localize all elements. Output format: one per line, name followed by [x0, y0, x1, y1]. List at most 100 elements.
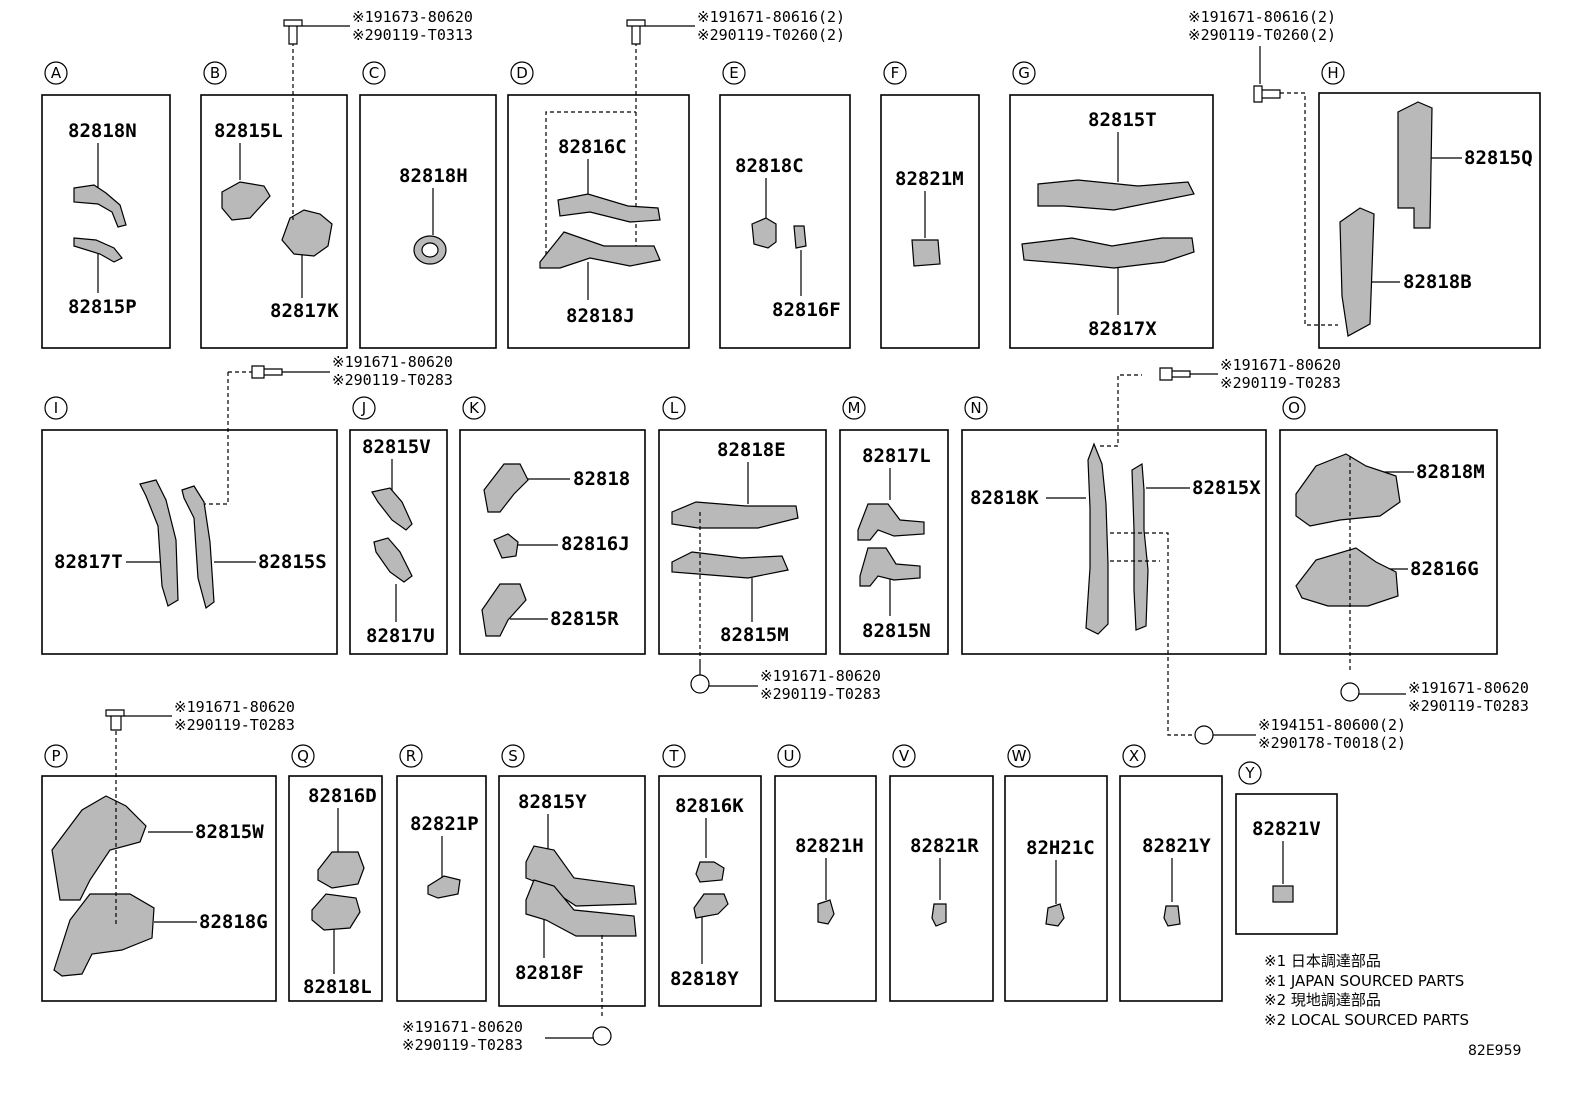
part-number[interactable]: 82815R [550, 608, 619, 630]
part-number[interactable]: 82816D [308, 785, 377, 807]
part-number[interactable]: 82816J [561, 533, 630, 555]
part-number[interactable]: 82815S [258, 551, 327, 573]
part-number[interactable]: 82818C [735, 155, 804, 177]
fastener-number[interactable]: ※191671-80620 [1220, 356, 1341, 374]
fastener-number[interactable]: ※290119-T0283 [174, 716, 295, 734]
part-number[interactable]: 82815Y [518, 791, 587, 813]
part-number[interactable]: 82821V [1252, 818, 1321, 840]
fastener-number[interactable]: ※194151-80600(2) [1258, 716, 1406, 734]
part-number[interactable]: 82817T [54, 551, 123, 573]
section-n: N 82818K 82815X ※191671-80620 ※290119-T0… [961, 356, 1406, 752]
part-number[interactable]: 82816F [772, 299, 841, 321]
fastener-number[interactable]: ※290119-T0283 [760, 685, 881, 703]
part-number[interactable]: 82821M [895, 168, 964, 190]
fastener-number[interactable]: ※191671-80620 [1408, 679, 1529, 697]
bracket-shape [311, 893, 361, 931]
fastener-number[interactable]: ※290119-T0313 [352, 26, 473, 44]
part-number[interactable]: 82816K [675, 795, 744, 817]
section-d: D 82816C 82818J ※191671-80616(2) ※290119… [507, 8, 845, 349]
part-number[interactable]: 82817X [1088, 318, 1157, 340]
fastener-number[interactable]: ※290119-T0283 [1220, 374, 1341, 392]
part-number[interactable]: 82815X [1192, 477, 1261, 499]
fastener-number[interactable]: ※191671-80620 [332, 353, 453, 371]
part-number[interactable]: 82818Y [670, 968, 739, 990]
clip-shape [817, 899, 835, 925]
part-number[interactable]: 82815P [68, 296, 137, 318]
clip-shape [1045, 903, 1065, 927]
clip-shape [493, 533, 519, 559]
bracket-shape [73, 184, 127, 228]
clip-shape [751, 217, 777, 249]
fastener-number[interactable]: ※191671-80620 [174, 698, 295, 716]
part-number[interactable]: 82816G [1410, 558, 1479, 580]
section-x: X 82821Y [1119, 744, 1223, 1002]
part-number[interactable]: 82818F [515, 962, 584, 984]
part-number[interactable]: 82818N [68, 120, 137, 142]
fastener-number[interactable]: ※191671-80620 [760, 667, 881, 685]
section-letter: H [1327, 64, 1338, 82]
bracket-shape [1295, 547, 1399, 607]
section-letter: G [1018, 64, 1030, 82]
section-letter: D [516, 64, 528, 82]
part-number[interactable]: 82H21C [1026, 837, 1095, 859]
part-number[interactable]: 82821P [410, 813, 479, 835]
bracket-shape [671, 551, 789, 579]
part-number[interactable]: 82815V [362, 436, 431, 458]
part-number[interactable]: 82818J [566, 305, 635, 327]
clip-shape [1272, 885, 1294, 903]
section-p: P 82815W 82818G ※191671-80620 ※290119-T0… [41, 698, 295, 1002]
bracket-shape [1131, 462, 1149, 631]
part-number[interactable]: 82818L [303, 976, 372, 998]
part-number[interactable]: 82817L [862, 445, 931, 467]
bracket-shape [671, 501, 799, 529]
part-number[interactable]: 82818 [573, 468, 630, 490]
part-number[interactable]: 82815Q [1464, 147, 1533, 169]
part-number[interactable]: 82815M [720, 624, 789, 646]
part-number[interactable]: 82821R [910, 835, 979, 857]
part-number[interactable]: 82818G [199, 911, 268, 933]
section-letter: L [670, 399, 679, 417]
section-letter: I [54, 399, 58, 417]
section-letter: Y [1244, 764, 1255, 782]
section-g: G 82815T 82817X [1009, 61, 1214, 349]
section-b: B 82815L 82817K ※191673-80620 ※290119-T0… [200, 8, 473, 349]
part-number[interactable]: 82817U [366, 625, 435, 647]
section-letter: C [369, 64, 379, 82]
part-number[interactable]: 82821H [795, 835, 864, 857]
fastener-number[interactable]: ※290119-T0260(2) [1188, 26, 1336, 44]
part-number[interactable]: 82818E [717, 439, 786, 461]
part-number[interactable]: 82815W [195, 821, 264, 843]
part-number[interactable]: 82821Y [1142, 835, 1211, 857]
fastener-number[interactable]: ※290119-T0283 [402, 1036, 523, 1054]
part-number[interactable]: 82817K [270, 300, 339, 322]
part-number[interactable]: 82816C [558, 136, 627, 158]
part-number[interactable]: 82815L [214, 120, 283, 142]
legend: ※1 日本調達部品 ※1 JAPAN SOURCED PARTS ※2 現地調達… [1264, 952, 1469, 1029]
section-letter: O [1288, 399, 1300, 417]
section-letter: F [891, 64, 900, 82]
part-number[interactable]: 82818K [970, 487, 1039, 509]
fastener-number[interactable]: ※290178-T0018(2) [1258, 734, 1406, 752]
fastener-number[interactable]: ※290119-T0283 [332, 371, 453, 389]
fastener-number[interactable]: ※290119-T0260(2) [697, 26, 845, 44]
part-number[interactable]: 82818B [1403, 271, 1472, 293]
fastener-number[interactable]: ※191673-80620 [352, 8, 473, 26]
bracket-shape [539, 231, 661, 269]
part-number[interactable]: 82815N [862, 620, 931, 642]
fastener-number[interactable]: ※191671-80620 [402, 1018, 523, 1036]
part-number[interactable]: 82815T [1088, 109, 1157, 131]
legend-line: ※2 現地調達部品 [1264, 991, 1381, 1009]
clip-shape [931, 903, 947, 927]
section-letter: U [784, 747, 795, 765]
part-number[interactable]: 82818H [399, 165, 468, 187]
bolt-icon [283, 19, 303, 45]
fastener-number[interactable]: ※290119-T0283 [1408, 697, 1529, 715]
clip-shape [911, 239, 941, 267]
fastener-number[interactable]: ※191671-80616(2) [697, 8, 845, 26]
section-letter: N [970, 399, 981, 417]
bracket-shape [557, 193, 661, 223]
bracket-shape [1397, 101, 1433, 229]
part-number[interactable]: 82818M [1416, 461, 1485, 483]
fastener-number[interactable]: ※191671-80616(2) [1188, 8, 1336, 26]
